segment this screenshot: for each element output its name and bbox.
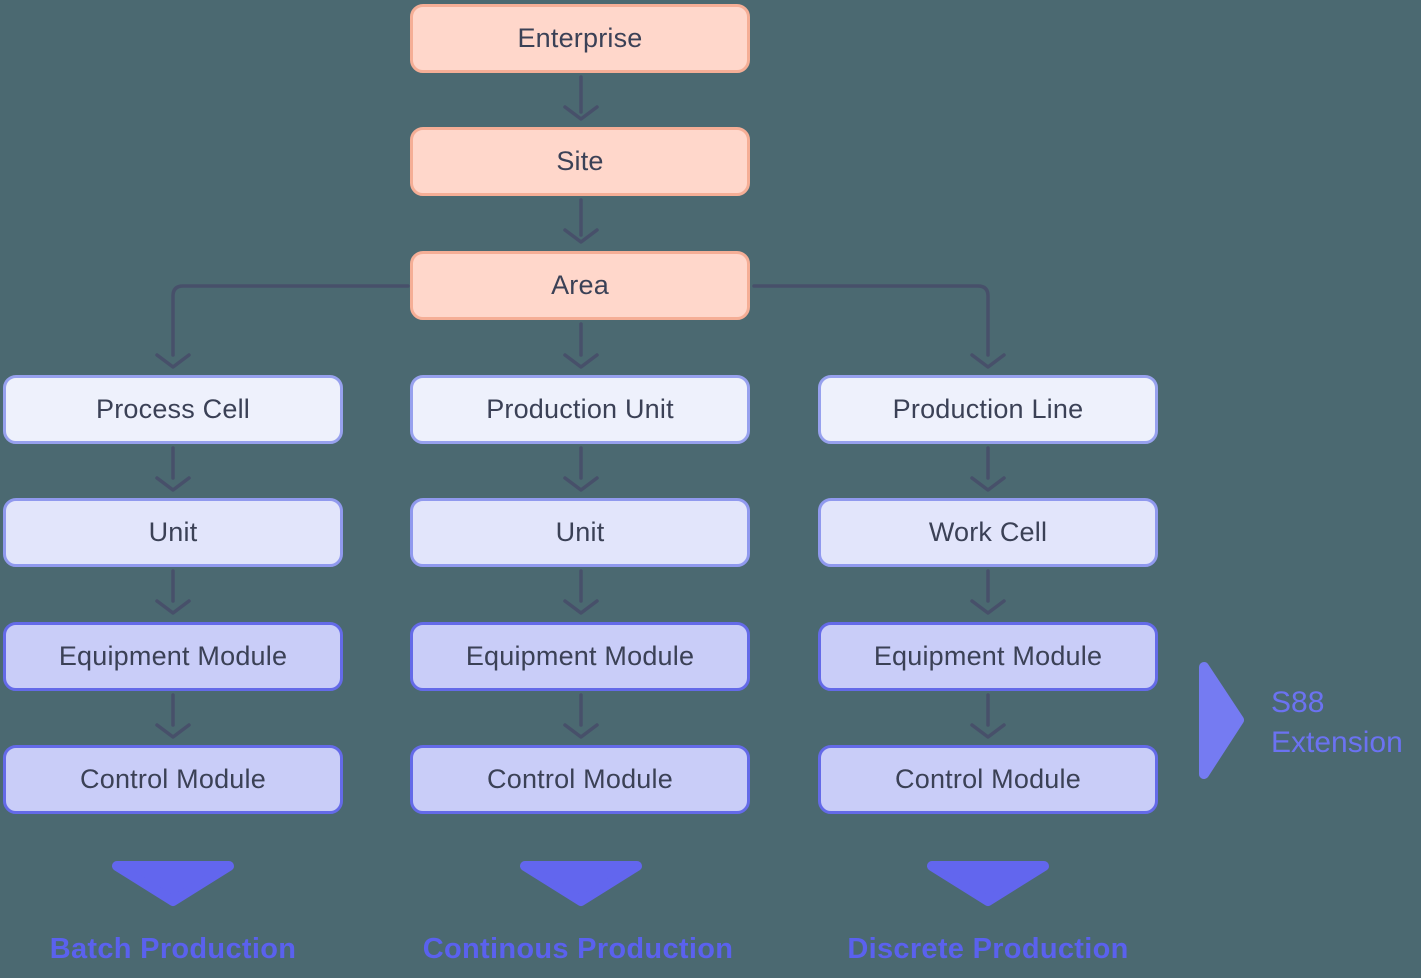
box-unit-continuous: Unit xyxy=(410,498,750,567)
arrow-production-unit-unit xyxy=(563,446,599,492)
box-site-label: Site xyxy=(556,146,604,176)
box-work-cell: Work Cell xyxy=(818,498,1158,567)
box-process-cell-label: Process Cell xyxy=(96,394,250,424)
batch-triangle-down-icon xyxy=(112,861,234,906)
arrow-area-production-line xyxy=(752,284,1006,369)
box-equipment-module-discrete: Equipment Module xyxy=(818,622,1158,691)
arrow-area-process-cell xyxy=(155,284,410,369)
box-enterprise: Enterprise xyxy=(410,4,750,73)
arrow-production-line-work-cell xyxy=(970,446,1006,492)
box-control-module-discrete-label: Control Module xyxy=(895,764,1081,794)
box-area-label: Area xyxy=(551,270,609,300)
arrow-equipment-control-left xyxy=(155,693,191,739)
box-area: Area xyxy=(410,251,750,320)
s88-extension-arrow-icon xyxy=(1199,662,1244,779)
arrow-site-area xyxy=(563,198,599,244)
box-enterprise-label: Enterprise xyxy=(517,23,643,53)
arrow-enterprise-site xyxy=(563,75,599,121)
box-control-module-continuous: Control Module xyxy=(410,745,750,814)
box-control-module-continuous-label: Control Module xyxy=(487,764,673,794)
box-unit-batch: Unit xyxy=(3,498,343,567)
continuous-triangle-down-icon xyxy=(520,861,642,906)
box-production-unit: Production Unit xyxy=(410,375,750,444)
box-equipment-module-continuous-label: Equipment Module xyxy=(465,641,695,671)
arrow-equipment-control-right xyxy=(970,693,1006,739)
footer-batch-production: Batch Production xyxy=(49,933,297,965)
box-equipment-module-continuous: Equipment Module xyxy=(410,622,750,691)
box-control-module-batch: Control Module xyxy=(3,745,343,814)
arrow-unit-equipment-left xyxy=(155,569,191,615)
arrow-process-cell-unit xyxy=(155,446,191,492)
discrete-triangle-down-icon xyxy=(927,861,1049,906)
box-production-line-label: Production Line xyxy=(892,394,1084,424)
box-site: Site xyxy=(410,127,750,196)
box-control-module-discrete: Control Module xyxy=(818,745,1158,814)
box-unit-batch-label: Unit xyxy=(148,517,198,547)
arrow-unit-equipment-mid xyxy=(563,569,599,615)
arrow-area-production-unit xyxy=(563,322,599,369)
box-work-cell-label: Work Cell xyxy=(928,517,1048,547)
box-equipment-module-discrete-label: Equipment Module xyxy=(873,641,1103,671)
arrow-work-cell-equipment xyxy=(970,569,1006,615)
s88-extension-label: S88 Extension xyxy=(1271,683,1403,763)
box-equipment-module-batch-label: Equipment Module xyxy=(58,641,288,671)
s88-extension-line1: S88 xyxy=(1271,686,1325,719)
box-production-line: Production Line xyxy=(818,375,1158,444)
s88-extension-line2: Extension xyxy=(1271,726,1403,759)
footer-discrete-production: Discrete Production xyxy=(847,933,1129,965)
box-control-module-batch-label: Control Module xyxy=(80,764,266,794)
box-equipment-module-batch: Equipment Module xyxy=(3,622,343,691)
box-production-unit-label: Production Unit xyxy=(486,394,674,424)
footer-continuous-production: Continous Production xyxy=(422,933,734,965)
box-process-cell: Process Cell xyxy=(3,375,343,444)
box-unit-continuous-label: Unit xyxy=(555,517,605,547)
arrow-equipment-control-mid xyxy=(563,693,599,739)
